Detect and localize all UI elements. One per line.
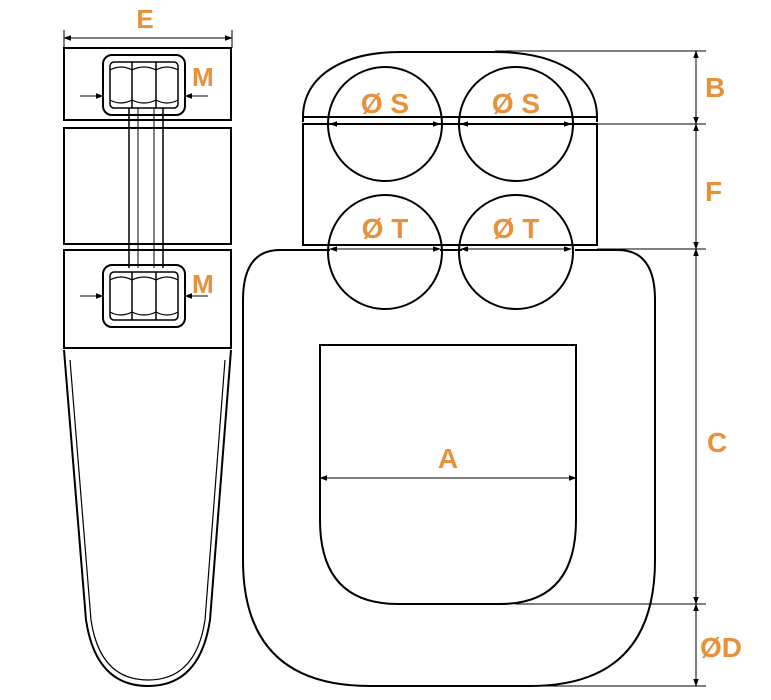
- tapered-tongue: [63, 349, 232, 688]
- tongue-inner-edge: [69, 359, 226, 681]
- label-f: F: [705, 176, 722, 207]
- label-t-left: Ø T: [362, 213, 409, 244]
- d-ring-inner-opening: [319, 344, 577, 605]
- label-c: C: [707, 427, 727, 458]
- label-a: A: [438, 443, 458, 474]
- top-block: [63, 47, 232, 121]
- top-cap: [301, 51, 599, 118]
- top-nut: [102, 54, 186, 116]
- bottom-nut: [102, 264, 186, 328]
- d-ring-outer: [242, 249, 656, 687]
- label-b: B: [705, 72, 725, 103]
- label-m-bottom: M: [192, 269, 214, 299]
- label-e: E: [136, 4, 153, 34]
- label-s-right: Ø S: [492, 88, 540, 119]
- circle-t-left: [327, 194, 443, 310]
- middle-clamp-block: [302, 123, 598, 246]
- label-d: ØD: [700, 632, 742, 663]
- lower-block: [63, 249, 232, 349]
- label-m-top: M: [192, 62, 214, 92]
- middle-block: [63, 127, 232, 245]
- label-t-right: Ø T: [493, 213, 540, 244]
- vertical-dimensions: B F C ØD: [495, 50, 742, 687]
- front-view: Ø S Ø S Ø T Ø T A: [242, 51, 656, 687]
- label-s-left: Ø S: [361, 88, 409, 119]
- circle-t-right: [458, 194, 574, 310]
- side-view: E M: [63, 4, 233, 688]
